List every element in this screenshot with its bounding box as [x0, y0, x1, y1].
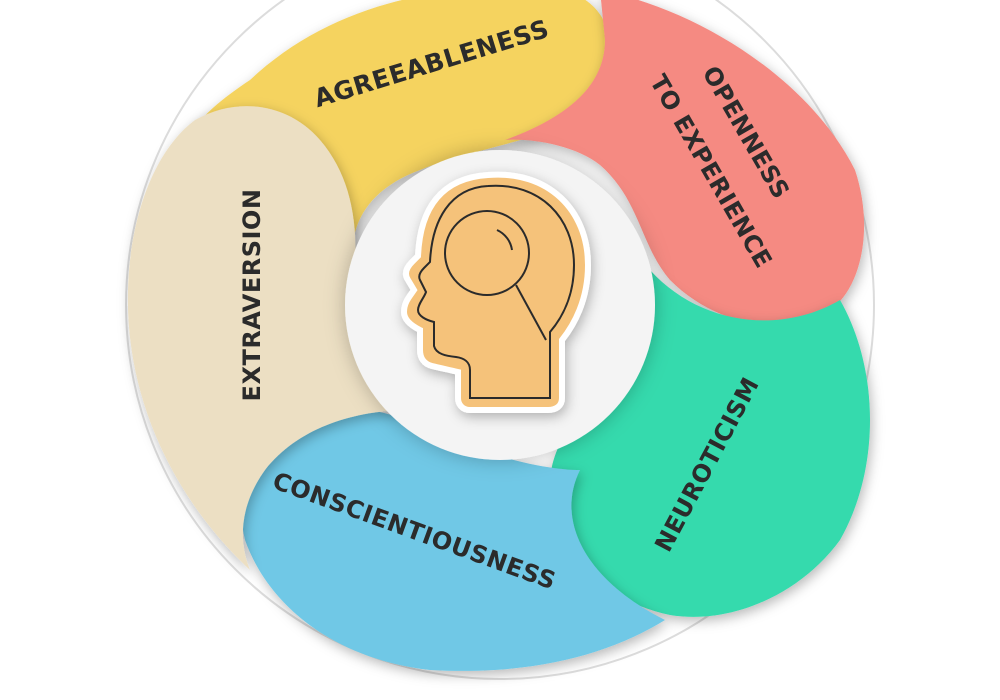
head-magnifier-icon [400, 171, 592, 413]
segment-neuroticism: NEUROTICISM [549, 270, 870, 617]
segment-shape-conscientiousness [241, 408, 665, 671]
head-outline [416, 184, 576, 399]
label-extraversion: EXTRAVERSION [238, 189, 266, 402]
segment-shape-extraversion [127, 106, 410, 570]
magnifier-shine [496, 229, 513, 251]
magnifier-lens [444, 210, 530, 296]
magnifier-handle [515, 284, 547, 341]
segment-shape-neuroticism [549, 270, 870, 617]
segment-conscientiousness: CONSCIENTIOUSNESS [241, 408, 665, 671]
segment-shape-openness [505, 0, 865, 325]
segment-extraversion: EXTRAVERSION [127, 106, 410, 570]
